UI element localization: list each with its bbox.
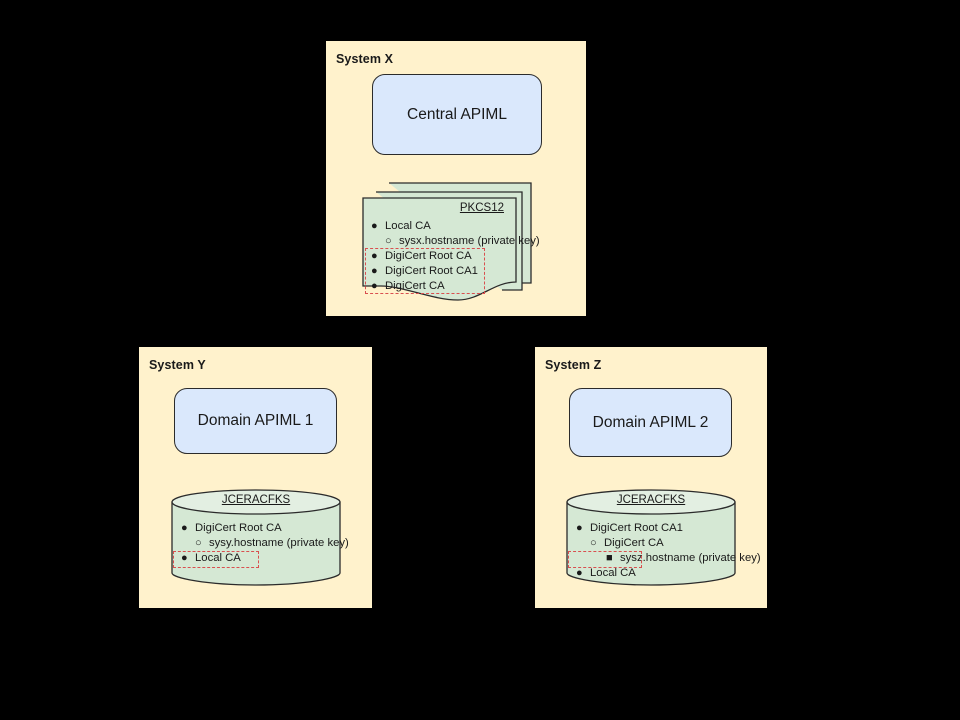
pkcs12-entry: ○ sysx.hostname (private key) [367, 234, 540, 249]
bullet-icon: ● [576, 567, 583, 579]
bullet-icon: ● [181, 552, 188, 564]
keystore-y-entry-label: DigiCert Root CA [195, 522, 282, 534]
bullet-icon: ● [371, 220, 378, 232]
central-apiml-node[interactable]: Central APIML [372, 74, 542, 155]
domain-apiml-1-label: Domain APIML 1 [197, 412, 314, 429]
bullet-icon: ● [371, 250, 378, 262]
pkcs12-stack-shape [362, 182, 532, 301]
keystore-z-entry-label: DigiCert CA [604, 537, 664, 549]
domain-apiml-1-node[interactable]: Domain APIML 1 [174, 388, 337, 454]
pkcs12-entry-label: DigiCert CA [385, 280, 445, 292]
keystore-y-entry-label: sysy.hostname (private key) [209, 537, 349, 549]
system-y-label: System Y [149, 358, 206, 372]
keystore-z-entry-label: Local CA [590, 567, 636, 579]
cylinder-shape-z [566, 489, 736, 586]
pkcs12-title: PKCS12 [459, 202, 504, 214]
keystore-z-entry-label: sysz.hostname (private key) [620, 552, 761, 564]
pkcs12-content: PKCS12 ● Local CA ○ sysx.hostname (private … [362, 196, 540, 296]
keystore-z-entry: ○ DigiCert CA [572, 536, 734, 551]
keystore-z-entry-list: ● DigiCert Root CA1 ○ DigiCert CA ■ sysz.host… [572, 521, 761, 581]
keystore-y-entry: ● Local CA [177, 551, 339, 566]
pkcs12-entry: ● DigiCert Root CA1 [367, 264, 517, 279]
pkcs12-entry-label: sysx.hostname (private key) [399, 235, 540, 247]
bullet-icon: ○ [590, 537, 597, 549]
keystore-y-entry: ● DigiCert Root CA [177, 521, 339, 536]
bullet-icon: ● [181, 522, 188, 534]
bullet-icon: ● [576, 522, 583, 534]
keystore-z-entry: ■ sysz.hostname (private key) [572, 551, 761, 566]
pkcs12-entry: ● DigiCert CA [367, 279, 517, 294]
keystore-z-entry: ● DigiCert Root CA1 [572, 521, 734, 536]
bullet-icon: ■ [606, 552, 613, 564]
bullet-icon: ● [371, 265, 378, 277]
keystore-y-entry: ○ sysy.hostname (private key) [177, 536, 349, 551]
pkcs12-entry-label: DigiCert Root CA1 [385, 265, 478, 277]
keystore-y-entry-list: ● DigiCert Root CA ○ sysy.hostname (private… [177, 521, 349, 566]
system-z-label: System Z [545, 358, 602, 372]
system-x-label: System X [336, 52, 394, 66]
keystore-z-title: JCERACFKS [616, 494, 686, 506]
keystore-cylinder-y[interactable]: JCERACFKS ● DigiCert Root CA ○ sysy.hostnam… [171, 489, 349, 586]
pkcs12-entry: ● DigiCert Root CA [367, 249, 517, 264]
bullet-icon: ○ [195, 537, 202, 549]
cylinder-shape-y [171, 489, 341, 586]
pkcs12-entry-label: Local CA [385, 220, 431, 232]
pkcs12-document-stack[interactable]: PKCS12 ● Local CA ○ sysx.hostname (private … [362, 178, 540, 301]
central-apiml-label: Central APIML [407, 105, 507, 123]
keystore-y-title: JCERACFKS [221, 494, 291, 506]
pkcs12-entry-list: ● Local CA ○ sysx.hostname (private key) ● Di… [367, 219, 540, 294]
keystore-cylinder-z[interactable]: JCERACFKS ● DigiCert Root CA1 ○ DigiCert CA… [566, 489, 761, 586]
keystore-y-entry-label: Local CA [195, 552, 241, 564]
domain-apiml-2-node[interactable]: Domain APIML 2 [569, 388, 732, 457]
pkcs12-entry-label: DigiCert Root CA [385, 250, 472, 262]
bullet-icon: ● [371, 280, 378, 292]
pkcs12-entry: ● Local CA [367, 219, 517, 234]
keystore-z-entry: ● Local CA [572, 566, 734, 581]
bullet-icon: ○ [385, 235, 392, 247]
keystore-z-entry-label: DigiCert Root CA1 [590, 522, 683, 534]
domain-apiml-2-label: Domain APIML 2 [592, 413, 709, 431]
